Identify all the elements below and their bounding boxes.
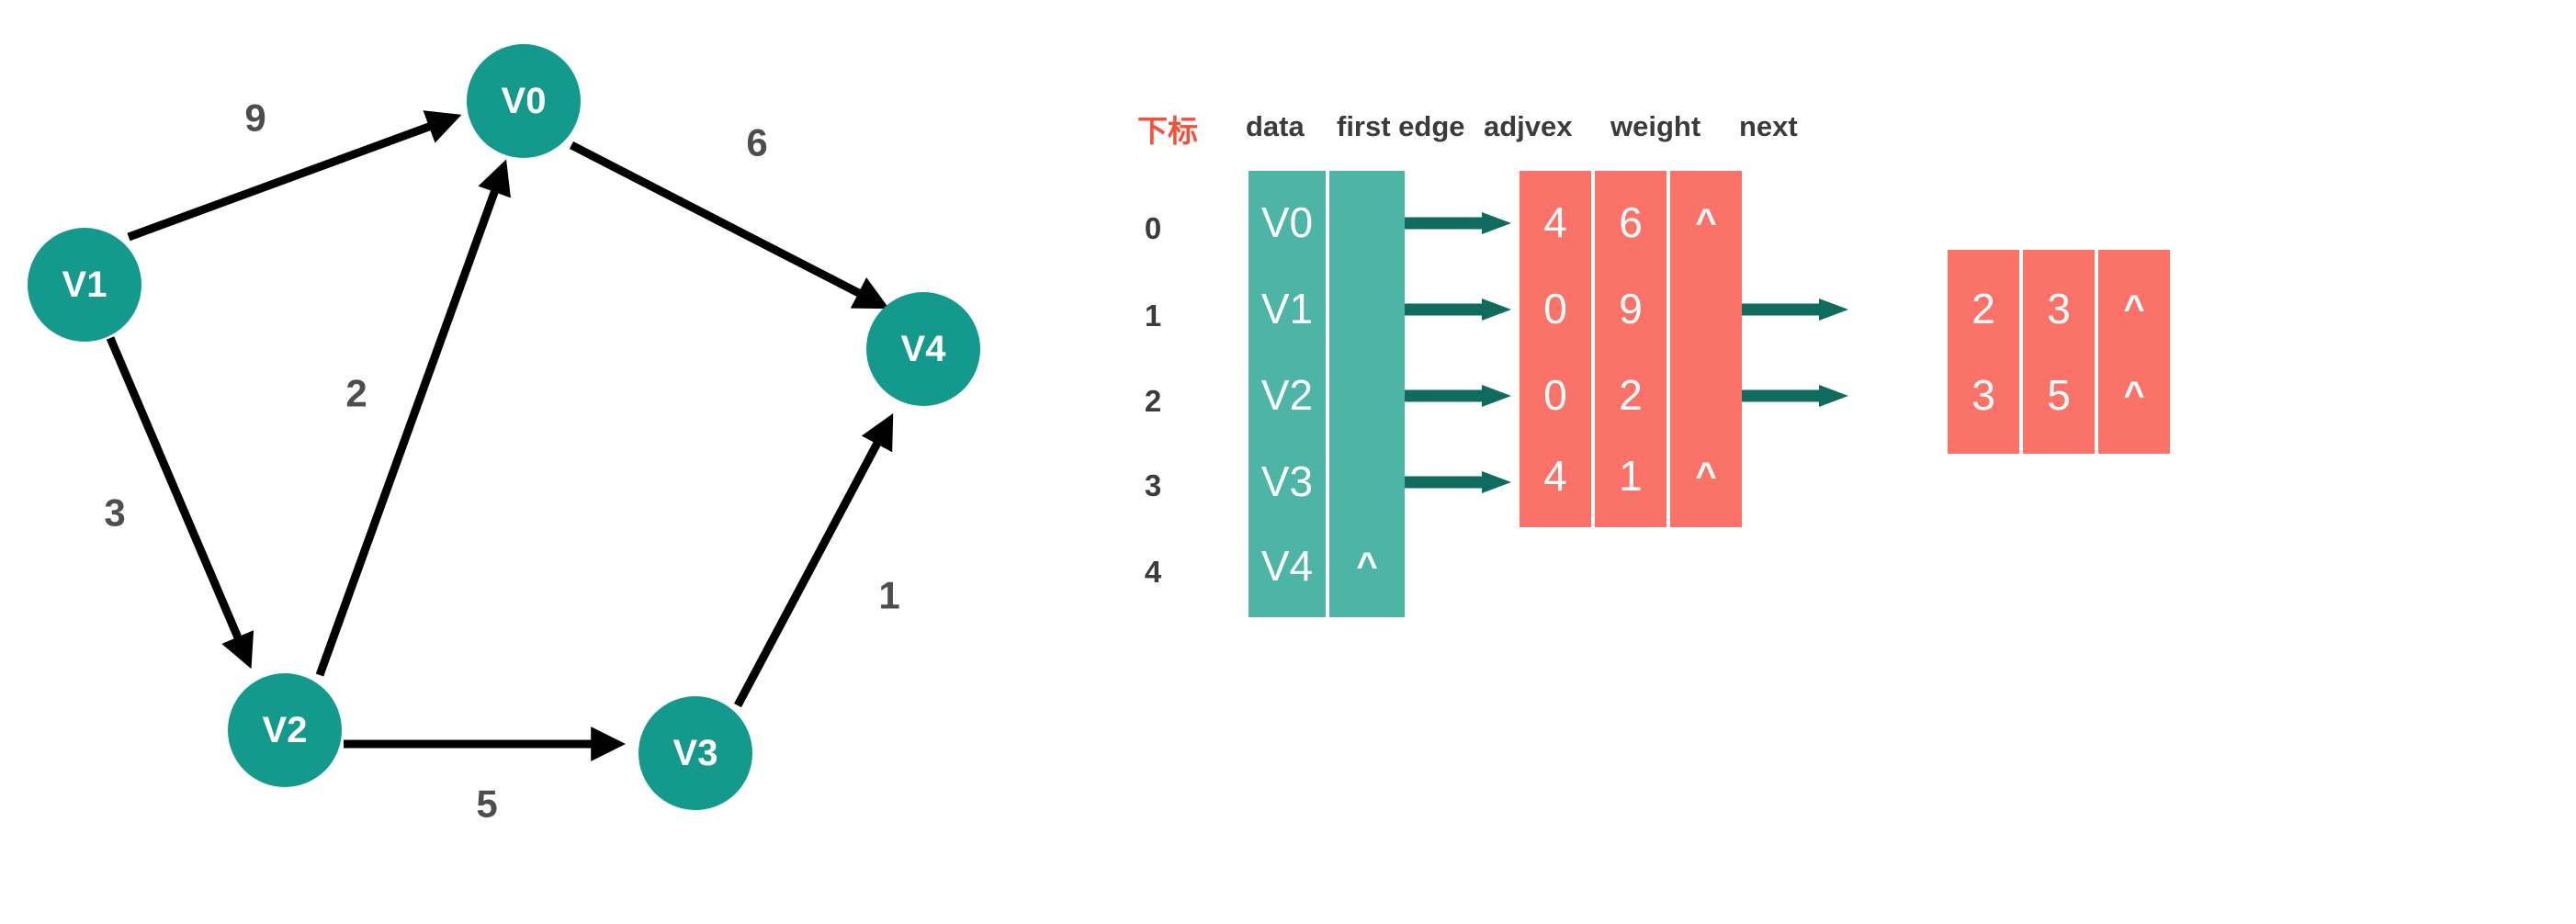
edge-weight-v2-v3: 5 [476, 783, 497, 826]
graph-node-v3[interactable]: V3 [638, 696, 752, 810]
first-edge-arrow-0 [1405, 212, 1511, 234]
node-circle-v2 [228, 673, 342, 787]
adjacency-list-panel: 下标 data first edge adjvex weight next 0 … [1066, 0, 2576, 924]
edge-v0-v4 [569, 141, 890, 310]
next-pointer-arrow-1-0 [1742, 299, 1848, 321]
row-index-0: 0 [1144, 211, 1162, 245]
edge-adjvex-cell-3-0[interactable]: 4 [1520, 424, 1591, 527]
node-label-v0: V0 [502, 81, 547, 121]
graph-svg: 9 6 3 2 5 1 V0 V1 V2 V3 [28, 44, 980, 826]
graph-node-v0[interactable]: V0 [467, 44, 581, 158]
edge-weight-cell-3-0[interactable]: 1 [1595, 424, 1666, 527]
node-circle-v3 [638, 696, 752, 810]
header-index: 下标 [1137, 114, 1198, 148]
graph-node-v1[interactable]: V1 [28, 228, 141, 342]
header-first-edge: first edge [1337, 110, 1465, 142]
vertex-data-cell-2[interactable]: V2 [1248, 344, 1326, 446]
node-label-v2: V2 [263, 710, 308, 750]
edge-weight-v3-v4: 1 [878, 574, 899, 617]
row-index-2: 2 [1144, 384, 1162, 418]
node-circle-v0 [467, 44, 581, 158]
graph-panel: 9 6 3 2 5 1 V0 V1 V2 V3 [0, 0, 1066, 924]
header-weight: weight [1610, 110, 1701, 142]
header-adjvex: adjvex [1484, 110, 1573, 142]
graph-node-v4[interactable]: V4 [866, 292, 980, 406]
edge-weight-v2-v0: 2 [345, 372, 367, 415]
header-data: data [1246, 110, 1305, 142]
node-label-v4: V4 [901, 329, 947, 369]
vertex-firstedge-cell-0[interactable] [1329, 171, 1405, 274]
node-circle-v4 [866, 292, 980, 406]
vertex-data-cell-4[interactable]: V4 [1248, 514, 1326, 617]
first-edge-arrow-1 [1405, 299, 1511, 321]
vertex-firstedge-cell-1[interactable] [1329, 257, 1405, 360]
row-index-1: 1 [1144, 299, 1162, 332]
row-index-4: 4 [1144, 555, 1162, 589]
graph-edge-weights: 9 6 3 2 5 1 [104, 96, 899, 826]
edge-next-cell-2-1[interactable]: ^ [2098, 336, 2170, 454]
graph-node-v2[interactable]: V2 [228, 673, 342, 787]
node-circle-v1 [28, 228, 141, 342]
edge-weight-cell-2-1[interactable]: 5 [2023, 336, 2095, 454]
row-index-3: 3 [1144, 468, 1162, 502]
edge-weight-v0-v4: 6 [746, 121, 767, 164]
graph-edges [106, 110, 894, 761]
edge-v2-v0 [315, 159, 511, 677]
edge-v1-v0 [127, 110, 462, 242]
next-pointer-arrow-2-0 [1742, 385, 1848, 407]
node-label-v3: V3 [673, 733, 718, 773]
graph-nodes: V0 V1 V2 V3 V4 [28, 44, 980, 810]
vertex-data-cell-0[interactable]: V0 [1248, 171, 1326, 274]
header-next: next [1739, 110, 1798, 142]
first-edge-arrow-2 [1405, 385, 1511, 407]
edge-adjvex-cell-2-1[interactable]: 3 [1948, 336, 2019, 454]
vertex-firstedge-cell-2[interactable] [1329, 344, 1405, 446]
edge-v1-v2 [106, 336, 254, 670]
edge-weight-v1-v0: 9 [244, 96, 266, 140]
node-label-v1: V1 [62, 265, 107, 305]
edge-weight-v1-v2: 3 [104, 491, 125, 535]
vertex-data-cell-1[interactable]: V1 [1248, 257, 1326, 360]
edge-v3-v4 [734, 413, 894, 708]
vertex-firstedge-cell-4[interactable]: ^ [1329, 514, 1405, 617]
edge-next-cell-3-0[interactable]: ^ [1670, 424, 1742, 527]
first-edge-arrow-3 [1405, 471, 1511, 493]
